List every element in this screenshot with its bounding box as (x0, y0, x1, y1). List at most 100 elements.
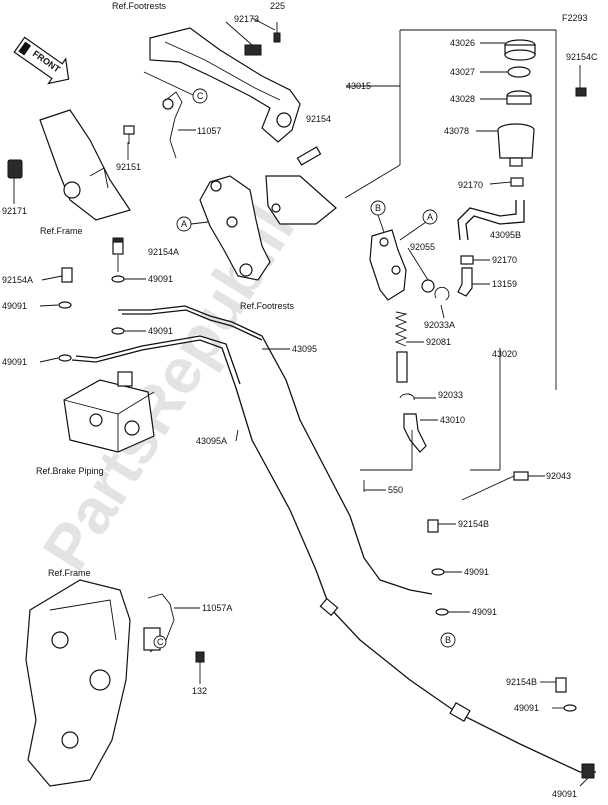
part-92171: 92171 (2, 206, 27, 216)
part-49091-c: 49091 (2, 301, 27, 311)
part-92055: 92055 (410, 242, 435, 252)
clamp-92170-b (460, 255, 474, 265)
watermark-text: PartsRepublik (29, 179, 318, 582)
elbow-13159 (457, 267, 473, 297)
part-43027: 43027 (450, 67, 475, 77)
plate-43027 (507, 66, 531, 78)
part-92154a-left: 92154A (2, 275, 33, 285)
washer-49091-e (431, 568, 445, 576)
callout-b2 (440, 632, 456, 648)
part-92170-a: 92170 (458, 180, 483, 190)
footrest-mount (199, 175, 337, 281)
hose-43095a (71, 339, 596, 773)
part-43028: 43028 (450, 94, 475, 104)
bolt-132 (195, 651, 205, 663)
part-92081: 92081 (426, 337, 451, 347)
front-arrow-icon (13, 36, 70, 85)
ref-footrests-mid: Ref.Footrests (240, 301, 295, 311)
callout-c2-label: C (157, 637, 164, 647)
bolt-92043 (461, 471, 529, 501)
rod-43010 (360, 413, 427, 471)
part-13159: 13159 (492, 279, 517, 289)
part-43095a: 43095A (196, 436, 227, 446)
oring-92055 (421, 279, 435, 293)
part-92033: 92033 (438, 390, 463, 400)
part-92151: 92151 (116, 162, 141, 172)
callout-b1-label: B (375, 203, 381, 213)
snapring-92033a (434, 286, 450, 301)
washer-49091-d (58, 354, 72, 362)
part-92154b-b: 92154B (506, 677, 537, 687)
part-92154a-mid: 92154A (148, 247, 179, 257)
frame-piece-bottom (25, 579, 131, 787)
callout-a2-label: A (427, 212, 433, 222)
part-43026: 43026 (450, 38, 475, 48)
part-92170-b: 92170 (492, 255, 517, 265)
leader-lines (13, 17, 589, 787)
bolt-92154b-a (427, 519, 439, 533)
part-550: 550 (388, 485, 403, 495)
washer-49091-f (435, 608, 449, 616)
part-132: 132 (192, 686, 207, 696)
part-92043: 92043 (546, 471, 571, 481)
bolt-92154b-b (555, 677, 567, 693)
footrest-bracket (149, 27, 301, 143)
part-43078: 43078 (444, 126, 469, 136)
part-11057a: 11057A (202, 603, 232, 613)
reservoir-cap (504, 39, 536, 61)
part-43095: 43095 (292, 344, 317, 354)
part-225: 225 (270, 1, 285, 11)
frame-piece-top (39, 109, 131, 221)
part-49091-a: 49091 (148, 274, 173, 284)
callout-c1-label: C (197, 91, 204, 101)
bolt-92154a-left (61, 267, 73, 283)
callout-c1 (192, 88, 208, 104)
grommet-92171 (7, 159, 23, 179)
hose-43095b (457, 200, 525, 241)
part-43010: 43010 (440, 415, 465, 425)
bolt-92154 (296, 146, 322, 166)
bolt-225 (273, 22, 281, 43)
part-92154b-a: 92154B (458, 519, 489, 529)
part-11057: 11057 (197, 126, 221, 136)
part-49091-d: 49091 (2, 357, 27, 367)
washer-49091-b (111, 327, 125, 335)
callout-c2 (153, 635, 167, 649)
snapring-92033 (399, 393, 415, 401)
part-49091-g: 49091 (514, 703, 539, 713)
callout-b2-label: B (445, 635, 451, 645)
diagram-code: F2293 (562, 13, 588, 23)
part-92173: 92173 (234, 14, 259, 24)
bolt-92154a-mid (112, 237, 124, 255)
diaphragm-43028 (506, 90, 532, 105)
part-43095b: 43095B (490, 230, 521, 240)
washer-49091-g (563, 704, 577, 712)
ref-footrests-top: Ref.Footrests (112, 1, 167, 11)
part-92154: 92154 (306, 114, 331, 124)
bolt-92154c (575, 87, 587, 97)
part-92033a: 92033A (424, 320, 455, 330)
part-49091-h: 49091 (552, 789, 577, 799)
ref-brake-piping: Ref.Brake Piping (36, 466, 104, 476)
part-49091-b: 49091 (148, 326, 173, 336)
hose-43095 (118, 305, 433, 595)
washer-49091-a (111, 275, 125, 283)
part-43020: 43020 (492, 349, 517, 359)
washer-49091-c (58, 301, 72, 309)
part-92154c: 92154C (566, 52, 598, 62)
part-43015: 43015 (346, 81, 371, 91)
part-49091-f: 49091 (472, 607, 497, 617)
callout-a1-label: A (181, 219, 187, 229)
part-49091-e: 49091 (464, 567, 489, 577)
master-cylinder (369, 229, 407, 301)
ref-frame-bottom: Ref.Frame (48, 568, 91, 578)
ref-frame-top: Ref.Frame (40, 226, 83, 236)
spring-92081 (394, 311, 408, 347)
bolt-92151 (123, 125, 135, 144)
reservoir-43078 (497, 123, 535, 167)
clamp-92170-a (510, 177, 524, 187)
pushrod (396, 351, 408, 383)
abs-unit (63, 371, 155, 453)
switch-clip (162, 91, 183, 159)
